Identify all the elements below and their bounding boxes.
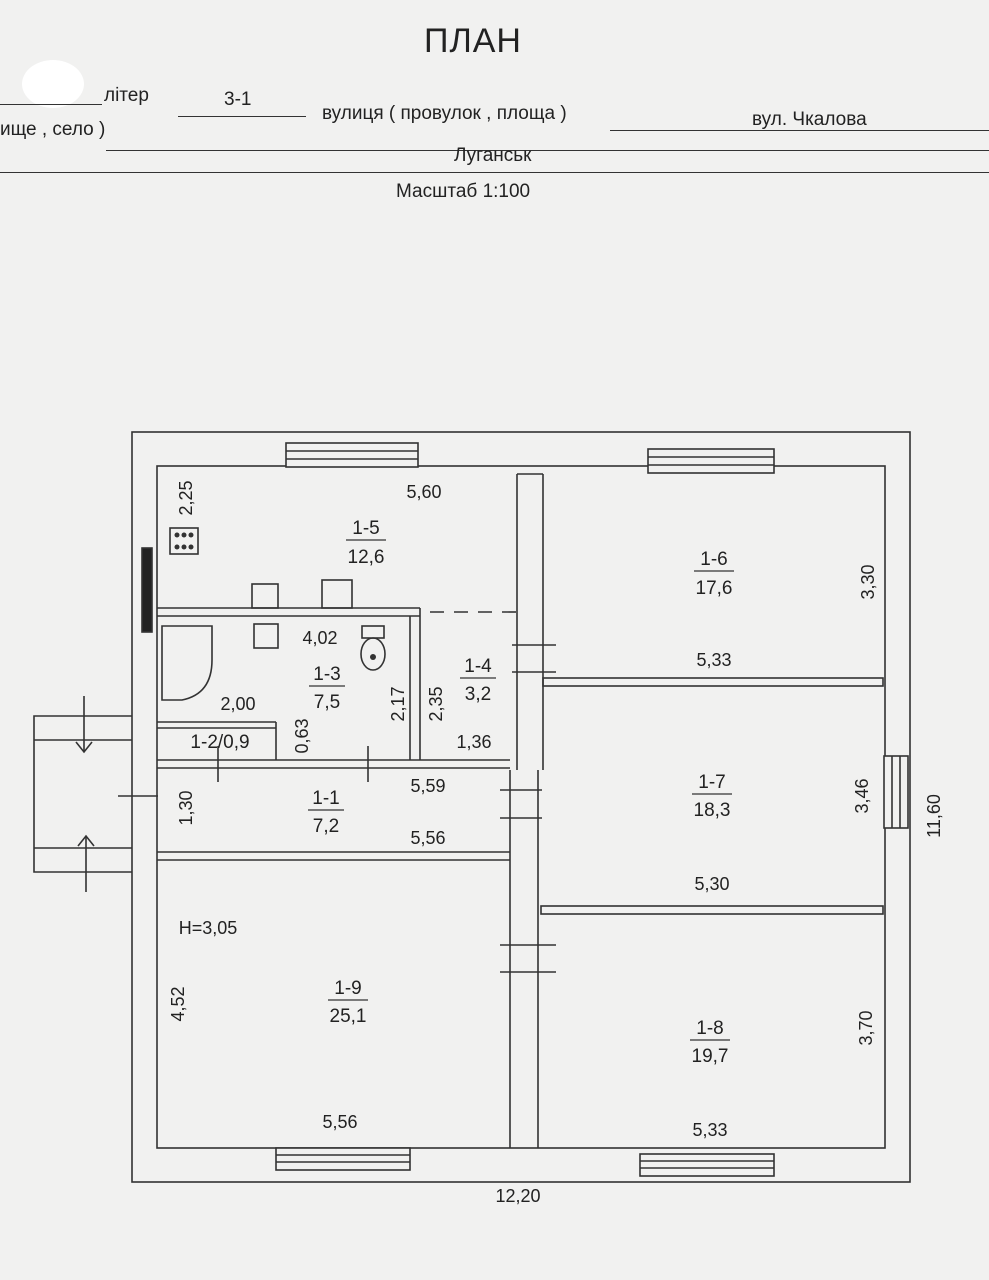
dimension-label: 2,00	[220, 694, 255, 714]
window	[275, 1147, 411, 1171]
dimension-label: 5,60	[406, 482, 441, 502]
room-id: 1-3	[313, 664, 340, 685]
dimension-label: 1,36	[456, 732, 491, 752]
dimension-label: 5,59	[410, 776, 445, 796]
room-id: 1-5	[352, 518, 379, 539]
ceiling-height: H=3,05	[179, 918, 238, 938]
underline	[178, 116, 306, 117]
dimension-label: 3,46	[852, 778, 872, 813]
room-area: 3,2	[465, 684, 491, 705]
dimension-label: 5,33	[696, 650, 731, 670]
settlement-value: Луганськ	[454, 145, 532, 166]
toilet-tank-icon	[361, 625, 385, 639]
page-title: ПЛАН	[424, 22, 522, 60]
dimension-label: 5,33	[692, 1120, 727, 1140]
partition	[540, 905, 884, 915]
underline	[0, 104, 102, 105]
room-area: 12,6	[348, 547, 385, 568]
dimension-label: 4,02	[302, 628, 337, 648]
room-area: 18,3	[694, 800, 731, 821]
room-id: 1-8	[696, 1018, 723, 1039]
street-label: вулиця ( провулок , площа )	[322, 103, 567, 124]
room-area: 19,7	[692, 1046, 729, 1067]
dimension-label: 2,25	[176, 480, 196, 515]
room-id: 1-1	[312, 788, 339, 809]
underline	[0, 172, 989, 173]
redaction-mark	[22, 60, 84, 108]
sink-icon	[253, 623, 279, 649]
room-area: 7,2	[313, 816, 339, 837]
liter-value: 3-1	[224, 89, 252, 110]
underline	[610, 130, 989, 131]
settlement-label: ище , село )	[0, 119, 106, 140]
dimension-label: 3,70	[856, 1010, 876, 1045]
dimension-label: 2,17	[388, 686, 408, 721]
room-area: 17,6	[696, 578, 733, 599]
scale-label: Масштаб 1:100	[396, 181, 531, 202]
dimension-label: 3,30	[858, 564, 878, 599]
overall-height: 11,60	[924, 794, 944, 838]
toilet-icon	[360, 637, 386, 671]
room-id: 1-6	[700, 549, 727, 570]
room-id: 1-9	[334, 978, 361, 999]
stove-icon	[169, 527, 199, 555]
dimension-label: 1,30	[176, 790, 196, 825]
bathtub-icon	[161, 625, 213, 701]
liter-label: літер	[104, 85, 149, 106]
outer-wall	[131, 431, 911, 1183]
room-id: 1-2/0,9	[190, 732, 249, 753]
dimension-label: 2,35	[426, 686, 446, 721]
room-area: 7,5	[314, 692, 340, 713]
room-id: 1-4	[464, 656, 492, 677]
overall-width: 12,20	[495, 1186, 540, 1206]
inner-wall	[156, 465, 886, 1149]
washbasin-icon	[321, 579, 353, 609]
window	[883, 755, 909, 829]
underline	[106, 150, 989, 151]
room-area: 25,1	[330, 1006, 367, 1027]
dimension-label: 5,56	[322, 1112, 357, 1132]
street-value: вул. Чкалова	[752, 109, 867, 130]
partition	[542, 677, 884, 687]
window	[639, 1153, 775, 1177]
dimension-label: 5,56	[410, 828, 445, 848]
dimension-label: 5,30	[694, 874, 729, 894]
room-id: 1-7	[698, 772, 725, 793]
dimension-label: 0,63	[292, 718, 312, 753]
sink-icon	[251, 583, 279, 609]
window	[647, 448, 775, 474]
window	[285, 442, 419, 468]
dimension-label: 4,52	[168, 986, 188, 1021]
